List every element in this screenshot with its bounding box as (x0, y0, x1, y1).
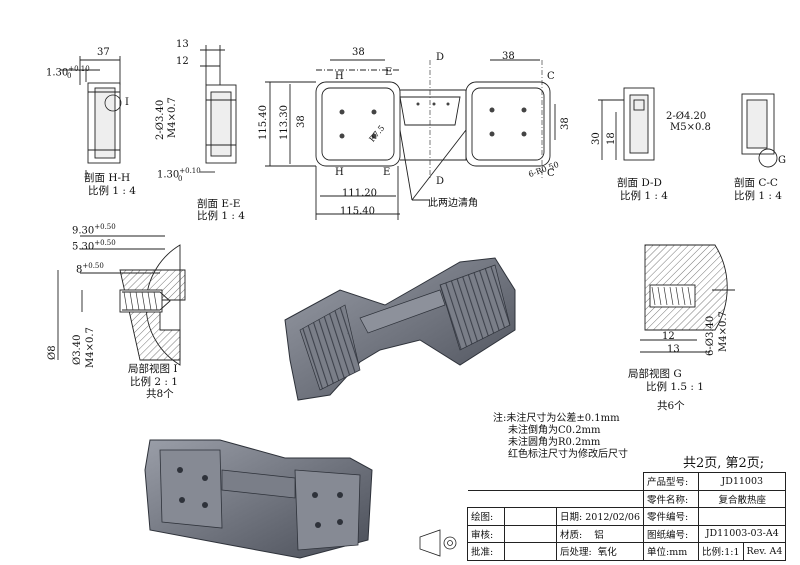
note-chamfer: 未注倒角为C0.2mm (508, 425, 601, 436)
dim-13-g: 13 (667, 344, 680, 355)
caption-section-hh: 剖面 H-H (84, 172, 131, 184)
render-fins-view (284, 257, 516, 401)
section-mark-h-top: H (335, 71, 344, 82)
section-mark-c-bottom: C (547, 168, 555, 179)
tb-empty-1 (467, 472, 644, 491)
section-mark-h-bottom: H (335, 167, 344, 178)
section-mark-c-top: C (547, 71, 555, 82)
dim-12: 12 (176, 56, 189, 67)
tb-approve-value (504, 542, 557, 561)
caption-detail-i: 局部视图 I (128, 363, 178, 375)
section-cc-view (741, 93, 778, 168)
tb-check-label: 审核: (467, 524, 505, 543)
dim-37: 37 (97, 47, 110, 58)
dim-38-right: 38 (502, 51, 515, 62)
projection-symbol-icon (419, 529, 457, 557)
tb-model-value: JD11003 (697, 472, 787, 491)
dim-hole-ee: 2-Ø3.40 (155, 99, 166, 140)
tb-model-label: 产品型号: (643, 472, 699, 491)
dim-115-40-vertical: 115.40 (258, 105, 269, 140)
section-mark-e-bottom: E (383, 167, 391, 178)
main-front-view (265, 59, 556, 220)
section-mark-d-top: D (436, 52, 445, 63)
tol-lower-ee: 0 (178, 175, 183, 183)
dim-18: 18 (606, 132, 617, 145)
tol-lower-hh: 0 (67, 72, 72, 80)
scale-detail-i: 比例 2 : 1 (130, 376, 178, 388)
drawing-notes: 注:未注尺寸为公差±0.1mm 未注倒角为C0.2mm 未注圆角为R0.2mm … (493, 413, 628, 461)
dim-115-40-horizontal: 115.40 (340, 206, 375, 217)
dim-9-30: 9.30+0.50 (72, 223, 116, 237)
tb-partno-label: 零件编号: (643, 507, 699, 526)
tb-drawing-no-label: 图纸编号: (643, 524, 699, 543)
note-fillet: 未注圆角为R0.2mm (508, 437, 601, 448)
tb-date: 日期: 2012/02/06 (556, 507, 644, 526)
scale-section-dd: 比例 1 : 4 (620, 190, 668, 202)
marker-i: I (125, 97, 129, 108)
tb-rev: Rev. A4 (742, 542, 787, 561)
tb-drawing-no-value: JD11003-03-A4 (697, 524, 787, 543)
section-mark-e-top: E (385, 67, 393, 78)
dim-thread-dd: M5×0.8 (670, 122, 711, 133)
tb-check-value (504, 524, 557, 543)
dim-1-30-ee: 1.30+0.10 (157, 167, 201, 181)
tb-approve-label: 批准: (467, 542, 505, 561)
tb-partno-value (697, 507, 787, 526)
dim-38-left: 38 (352, 47, 365, 58)
scale-section-ee: 比例 1 : 4 (197, 210, 245, 222)
dim-8: 8+0.50 (76, 262, 104, 276)
tb-part-value: 复合散热座 (697, 489, 787, 508)
dim-30: 30 (591, 132, 602, 145)
dim-111-20: 111.20 (342, 188, 377, 199)
section-mark-d-bottom: D (436, 176, 445, 187)
count-detail-g: 共6个 (657, 400, 685, 412)
dim-hole-dd: 2-Ø4.20 (666, 111, 707, 122)
note-tolerance: 注:未注尺寸为公差±0.1mm (493, 413, 620, 424)
caption-detail-g: 局部视图 G (628, 368, 682, 380)
caption-section-ee: 剖面 E-E (197, 198, 241, 210)
dim-113-30: 113.30 (279, 105, 290, 140)
page-info: 共2页, 第2页; (683, 456, 765, 471)
scale-detail-g: 比例 1.5 : 1 (646, 381, 704, 393)
section-hh-view (60, 56, 122, 180)
note-clear-corners: 此两边清角 (428, 198, 478, 209)
dim-5-30: 5.30+0.50 (72, 239, 116, 253)
scale-section-hh: 比例 1 : 4 (88, 185, 136, 197)
tb-part-label: 零件名称: (643, 489, 699, 508)
render-pockets-view (144, 439, 373, 559)
tb-drawn-label: 绘图: (467, 507, 505, 526)
dim-thread-i: M4×0.7 (85, 327, 96, 368)
title-block: 产品型号: JD11003 零件名称: 复合散热座 绘图: 日期: 2012/0… (467, 472, 787, 561)
caption-section-cc: 剖面 C-C (734, 177, 778, 189)
dim-hole-g: 6-Ø3.40 (705, 315, 716, 356)
dim-12-g: 12 (662, 331, 675, 342)
dim-dia-8: Ø8 (47, 345, 58, 360)
tb-scale: 比例:1:1 (698, 542, 744, 561)
section-ee-view (200, 45, 237, 173)
tb-empty-2 (467, 489, 644, 508)
dim-13: 13 (176, 39, 189, 50)
marker-g: G (778, 155, 786, 166)
count-detail-i: 共8个 (146, 388, 174, 400)
tb-drawn-value (504, 507, 557, 526)
dim-38-vertical-left: 38 (296, 115, 307, 128)
tb-unit: 单位:mm (643, 542, 699, 561)
section-dd-view (598, 87, 655, 161)
detail-g-view (640, 244, 735, 353)
dim-thread-ee: M4×0.7 (167, 97, 178, 138)
tb-post: 后处理: 氧化 (556, 542, 644, 561)
caption-section-dd: 剖面 D-D (617, 177, 662, 189)
dim-38-vertical-right: 38 (560, 117, 571, 130)
tb-material: 材质: 铝 (556, 524, 644, 543)
note-red-dims: 红色标注尺寸为修改后尺寸 (508, 449, 628, 460)
dim-hole-i: Ø3.40 (72, 334, 83, 365)
detail-i-view (57, 235, 186, 366)
dim-1-30-hh: 1.30+0.10 (46, 65, 90, 79)
scale-section-cc: 比例 1 : 4 (734, 190, 782, 202)
dim-thread-g: M4×0.7 (718, 311, 729, 352)
